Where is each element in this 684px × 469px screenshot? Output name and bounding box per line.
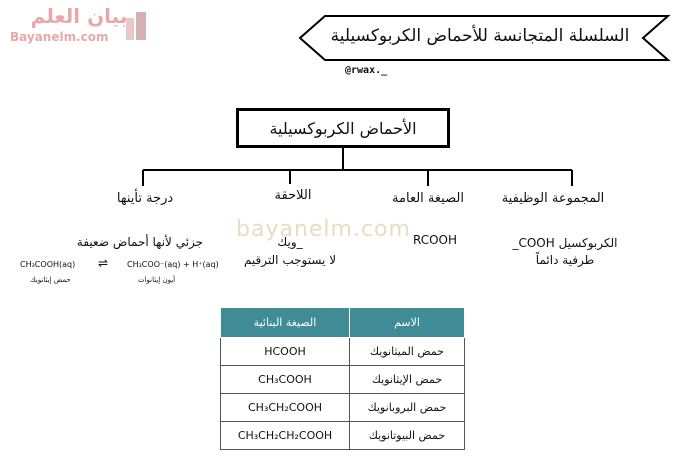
equation-left-label: حمض إيثانويك (30, 276, 71, 284)
acids-table: الصيغة البنائية الاسم HCOOH حمض الميثانو… (220, 307, 465, 450)
formula-cell: HCOOH (220, 337, 350, 366)
formula-cell: CH₃CH₂COOH (220, 393, 350, 422)
name-cell: حمض الميثانويك (349, 337, 465, 366)
detail-line: طرفية دائماً (535, 253, 595, 267)
formula-cell: CH₃COOH (220, 365, 350, 394)
equation-left: CH₃COOH(aq) (20, 260, 76, 269)
table-row: CH₃CH₂COOH حمض البروبانويك (220, 393, 465, 422)
detail-line: الكربوكسيل COOH_ (512, 236, 618, 250)
branch-suffix-heading: اللاحقة (274, 188, 312, 203)
name-column-header: الاسم (349, 307, 465, 338)
name-cell: حمض البروبانويك (349, 393, 465, 422)
branch-general-formula-detail: RCOOH (412, 233, 458, 247)
name-cell: حمض البيوتانويك (349, 421, 465, 450)
logo-arabic-text: بيان العلم (30, 4, 128, 28)
root-node: الأحماض الكربوكسيلية (236, 108, 450, 148)
branch-ionization-detail: جزئي لأنها أحماض ضعيفة (76, 235, 204, 249)
branch-general-formula-heading: الصيغة العامة (392, 191, 464, 206)
equation-right-label: أيون إيثانوات (138, 276, 176, 284)
detail-line: لا يستوجب الترقيم (243, 253, 337, 267)
detail-line: _ويك (277, 235, 303, 249)
table-row: CH₃CH₂CH₂COOH حمض البيوتانويك (220, 421, 465, 450)
logo-latin-text: Bayanelm.com (10, 30, 109, 44)
formula-cell: CH₃CH₂CH₂COOH (220, 421, 350, 450)
formula-column-header: الصيغة البنائية (220, 307, 350, 338)
table-row: CH₃COOH حمض الإيثانويك (220, 365, 465, 394)
name-cell: حمض الإيثانويك (349, 365, 465, 394)
branch-ionization-heading: درجة تأينها (116, 191, 174, 206)
root-label: الأحماض الكربوكسيلية (269, 118, 417, 138)
branch-functional-group-detail: الكربوكسيل COOH_ طرفية دائماً (495, 235, 635, 269)
center-watermark: bayanelm.com (236, 217, 411, 242)
author-handle: @rwax._ (345, 65, 388, 76)
table-header-row: الصيغة البنائية الاسم (220, 307, 465, 338)
site-logo: بيان العلم Bayanelm.com (6, 4, 156, 48)
building-icon (126, 12, 146, 40)
table-row: HCOOH حمض الميثانويك (220, 337, 465, 366)
page-title: السلسلة المتجانسة للأحماض الكربوكسيلية (330, 26, 630, 46)
branch-suffix-detail: _ويك لا يستوجب الترقيم (220, 233, 360, 269)
title-banner (298, 15, 671, 61)
equilibrium-arrow-icon: ⇌ (98, 256, 109, 270)
equation-right: CH₃COO⁻(aq) + H⁺(aq) (127, 260, 219, 269)
branch-functional-group-heading: المجموعة الوظيفية (501, 191, 605, 206)
